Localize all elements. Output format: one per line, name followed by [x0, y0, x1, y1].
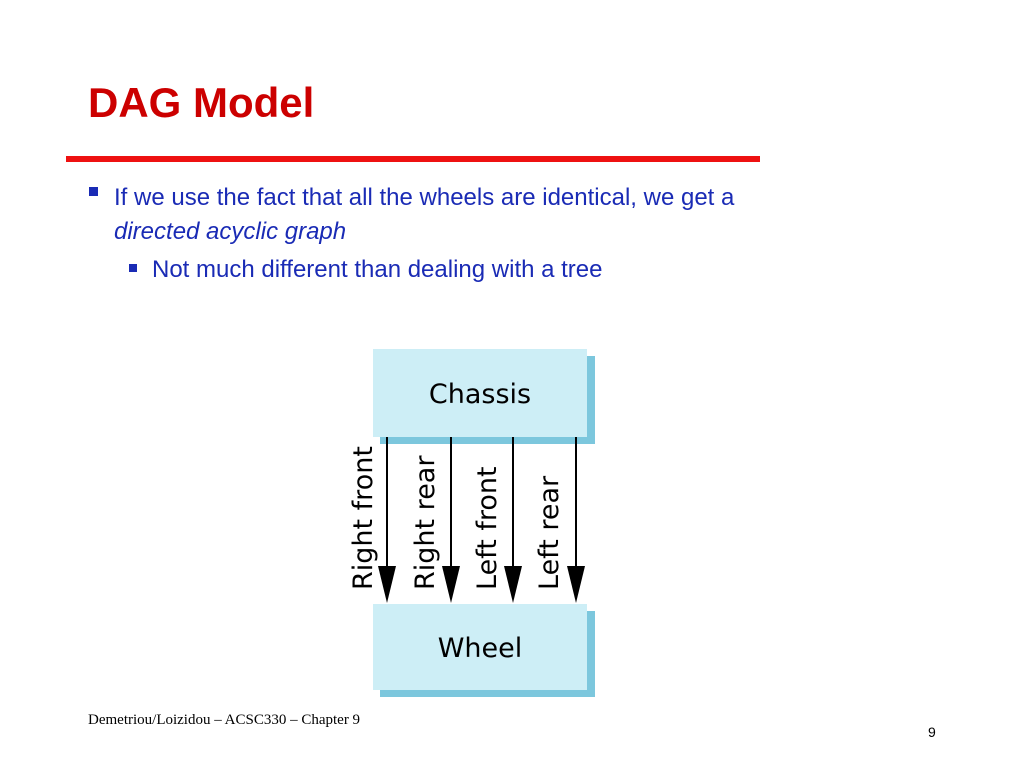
- arrowhead-right-front-icon: [378, 566, 396, 603]
- bullet-text: If we use the fact that all the wheels a…: [114, 184, 735, 211]
- chassis-node-label: Chassis: [429, 379, 531, 410]
- edge-label-left-rear: Left rear: [534, 475, 565, 590]
- wheel-node: [373, 604, 587, 690]
- bullet-emphasis: directed acyclic graph: [114, 218, 347, 245]
- edge-label-right-front: Right front: [348, 446, 379, 590]
- bullet-square-icon: [89, 187, 98, 196]
- sub-bullet-item: Not much different than dealing with a t…: [152, 256, 603, 283]
- arrowhead-left-front-icon: [504, 566, 522, 603]
- arrowhead-right-rear-icon: [442, 566, 460, 603]
- edge-label-left-front: Left front: [472, 466, 503, 590]
- arrowhead-left-rear-icon: [567, 566, 585, 603]
- chassis-node: [373, 349, 587, 437]
- footer-credit: Demetriou/Loizidou – ACSC330 – Chapter 9: [88, 712, 361, 728]
- sub-bullet-square-icon: [129, 264, 137, 272]
- bullet-item: If we use the fact that all the wheels a…: [114, 181, 874, 249]
- edge-label-right-rear: Right rear: [410, 455, 441, 590]
- slide-title: DAG Model: [88, 79, 315, 126]
- page-number: 9: [928, 724, 936, 740]
- title-divider: [66, 156, 760, 162]
- wheel-node-label: Wheel: [438, 633, 523, 664]
